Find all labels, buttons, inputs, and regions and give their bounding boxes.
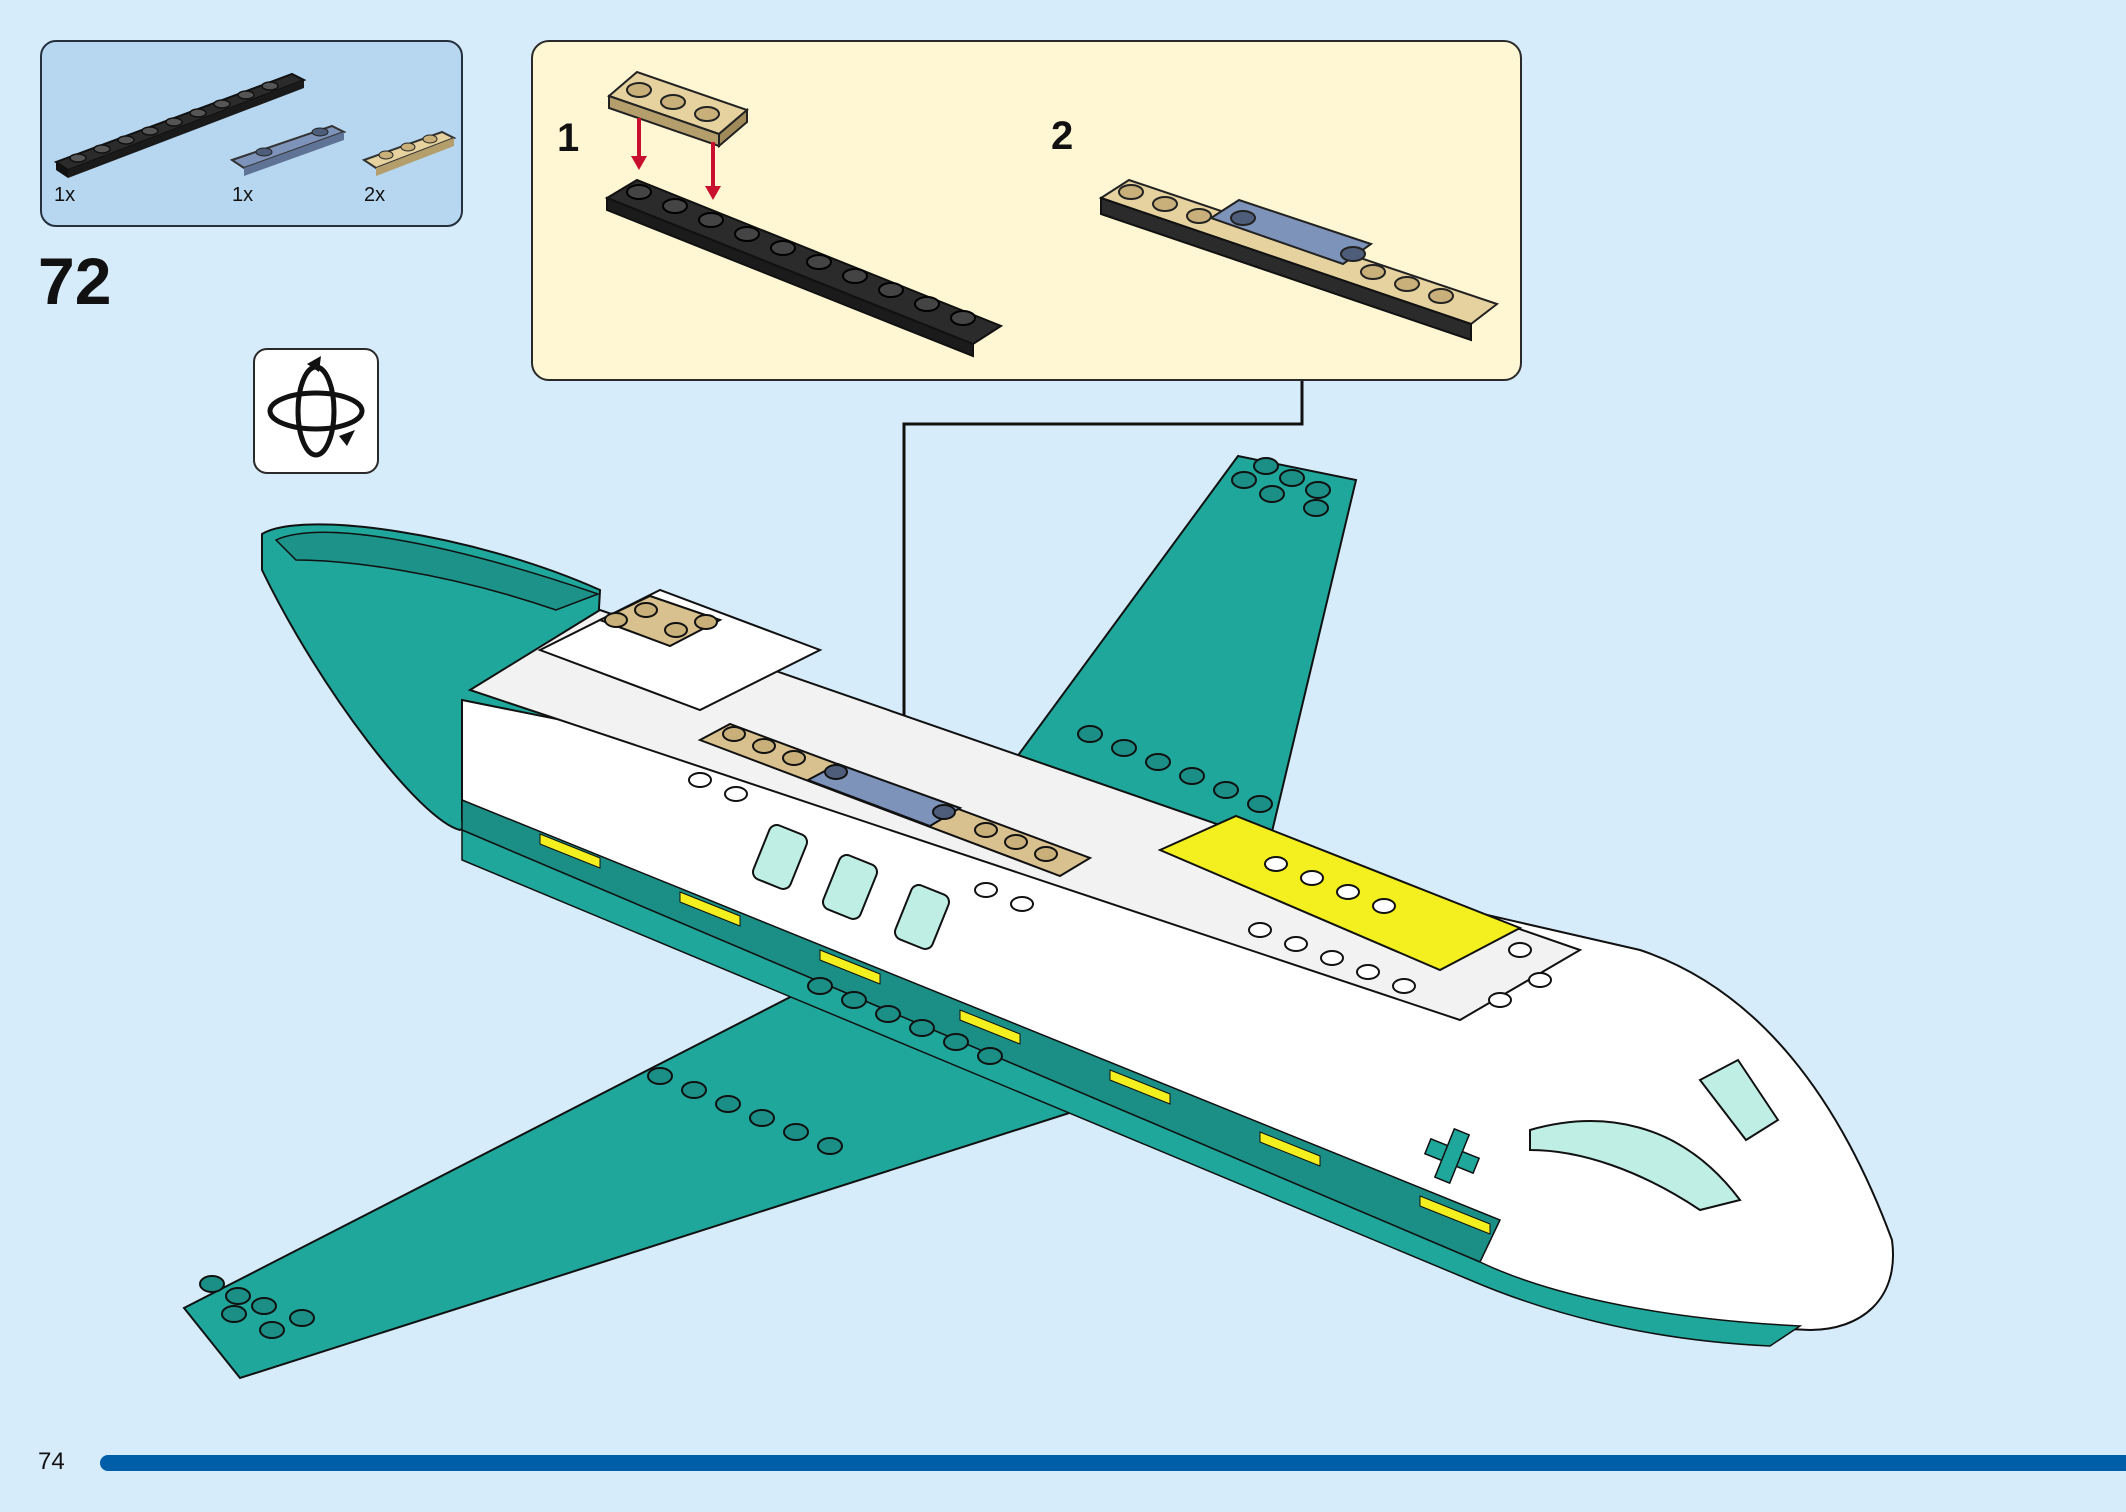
fuselage [461, 698, 1895, 1332]
progress-bar [100, 1455, 2126, 1471]
sub-assembly-panel: 1 2 [531, 40, 1522, 381]
black-plate-quantity: 1x [54, 184, 76, 206]
sand-blue-plate-part [229, 124, 347, 176]
substep-1-illustration [604, 70, 1004, 358]
page-number: 74 [38, 1448, 65, 1475]
substep-2-number: 2 [1051, 114, 1074, 158]
rotate-model-box [253, 348, 379, 474]
rotate-model-icon [267, 356, 365, 458]
parts-list-panel: 1x 1x 2x [40, 40, 463, 227]
cockpit-window [1529, 1120, 1742, 1212]
substep-1-number: 1 [557, 116, 580, 160]
fuselage-top [467, 608, 1583, 1022]
step-number: 72 [38, 244, 112, 318]
tan-plate-quantity: 2x [364, 184, 386, 206]
black-plate-part [53, 72, 307, 178]
sand-blue-plate-quantity: 1x [232, 184, 254, 206]
tan-plate-part [361, 130, 457, 176]
medical-cross-icon [1423, 1127, 1481, 1185]
substep-2-illustration [1098, 178, 1500, 342]
